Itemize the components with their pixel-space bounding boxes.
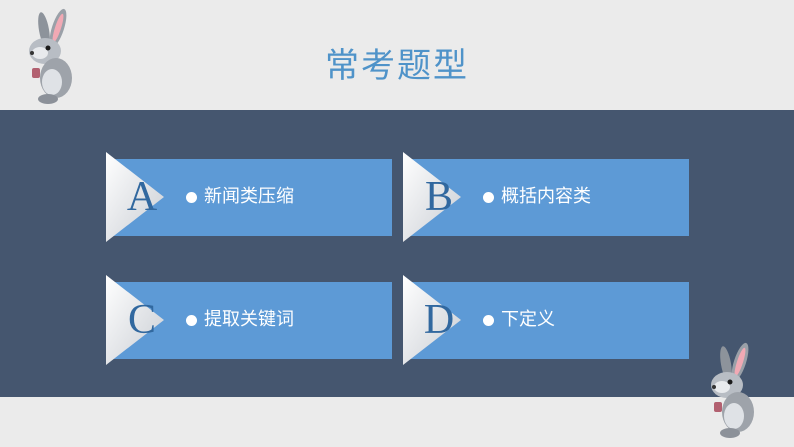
card-d[interactable]: D 下定义	[403, 275, 689, 365]
card-label: 下定义	[501, 309, 555, 330]
card-label: 概括内容类	[501, 186, 591, 207]
chevron-shape	[106, 275, 164, 365]
bullet-dot	[186, 315, 197, 326]
card-c[interactable]: C 提取关键词	[106, 275, 392, 365]
card-a[interactable]: A 新闻类压缩	[106, 152, 392, 242]
card-label: 新闻类压缩	[204, 186, 294, 207]
rabbit-icon	[711, 342, 754, 438]
card-letter: B	[424, 174, 453, 220]
bullet-dot	[186, 192, 197, 203]
chevron-shape	[106, 152, 164, 242]
card-letter: A	[126, 174, 158, 220]
card-letter: C	[127, 297, 156, 343]
card-b[interactable]: B 概括内容类	[403, 152, 689, 242]
card-label: 提取关键词	[204, 309, 294, 330]
card-letter: D	[423, 297, 455, 343]
bullet-dot	[483, 315, 494, 326]
rabbit-icon	[29, 8, 72, 104]
chevron-shape	[403, 275, 461, 365]
chevron-shape	[403, 152, 461, 242]
page-title: 常考题型	[325, 46, 469, 86]
bullet-dot	[483, 192, 494, 203]
